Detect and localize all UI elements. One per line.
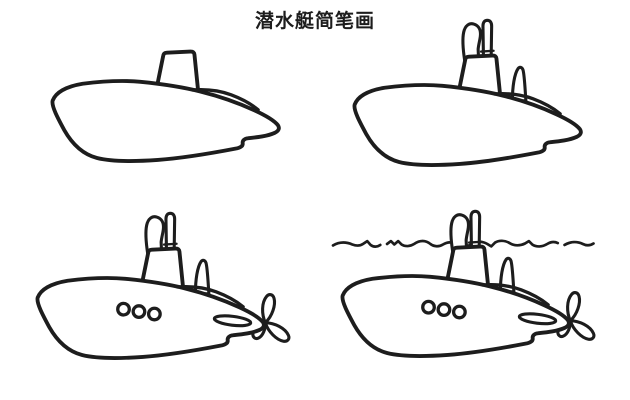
step-2-drawing [352, 18, 583, 167]
step-3-drawing [35, 211, 294, 360]
page-title: 潜水艇简笔画 [254, 10, 375, 32]
hull [352, 83, 583, 167]
step-4-drawing [331, 209, 599, 358]
step-1-drawing [50, 49, 281, 163]
hull [50, 79, 281, 163]
